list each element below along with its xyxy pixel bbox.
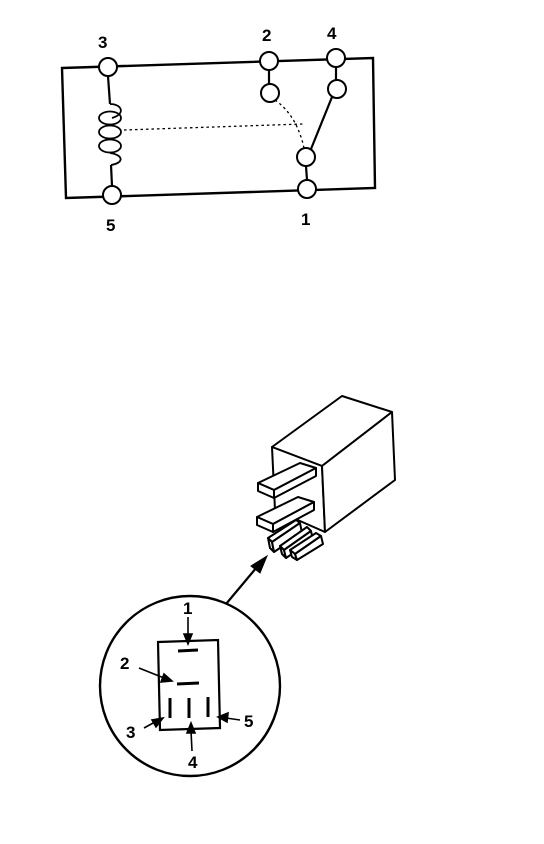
relay-isometric-drawing <box>256 395 396 561</box>
terminal-1-node <box>297 179 317 199</box>
pin-2-slot <box>176 681 200 686</box>
blade-terminal-lower-right <box>289 532 324 561</box>
coil-lead-bottom <box>109 164 114 187</box>
switch-blade <box>309 96 334 150</box>
schematic-labels: 3 2 4 5 1 <box>98 24 337 235</box>
pin-3-label: 3 <box>126 723 135 742</box>
pin-leaders <box>138 617 241 752</box>
pin-5-label: 5 <box>244 712 253 731</box>
nc-contact-path <box>274 99 305 149</box>
terminal-2-contact <box>260 83 280 103</box>
connector-labels: 1 2 3 4 5 <box>120 599 253 772</box>
common-lead <box>304 165 309 181</box>
coil-icon <box>98 103 122 166</box>
terminal-circles <box>98 48 347 205</box>
armature-linkage-line <box>123 123 304 131</box>
pin-2-label: 2 <box>120 654 129 673</box>
relay-schematic <box>60 48 377 205</box>
connector-end-view <box>98 594 282 778</box>
terminal-1-label: 1 <box>301 210 310 229</box>
terminal-2-node <box>259 51 279 71</box>
blade-terminal-top <box>257 462 317 499</box>
pin-1-slot <box>177 648 199 653</box>
terminal-2-label: 2 <box>262 26 271 45</box>
pin-4-label: 4 <box>188 753 198 772</box>
terminal-4-contact <box>327 79 347 99</box>
inset-circle <box>98 594 282 778</box>
coil-lead-top <box>106 75 112 105</box>
terminal-5-node <box>102 185 122 205</box>
terminal-4-label: 4 <box>327 24 337 43</box>
terminal-3-node <box>98 57 118 77</box>
terminal-3-label: 3 <box>98 33 107 52</box>
view-arrow <box>225 554 269 605</box>
pin-1-label: 1 <box>183 599 192 618</box>
relay-right-face <box>321 411 396 533</box>
terminal-4-node <box>326 48 346 68</box>
common-contact <box>296 147 316 167</box>
connector-outline <box>156 638 222 732</box>
blade-terminal-middle <box>256 496 315 533</box>
terminal-5-label: 5 <box>106 216 115 235</box>
